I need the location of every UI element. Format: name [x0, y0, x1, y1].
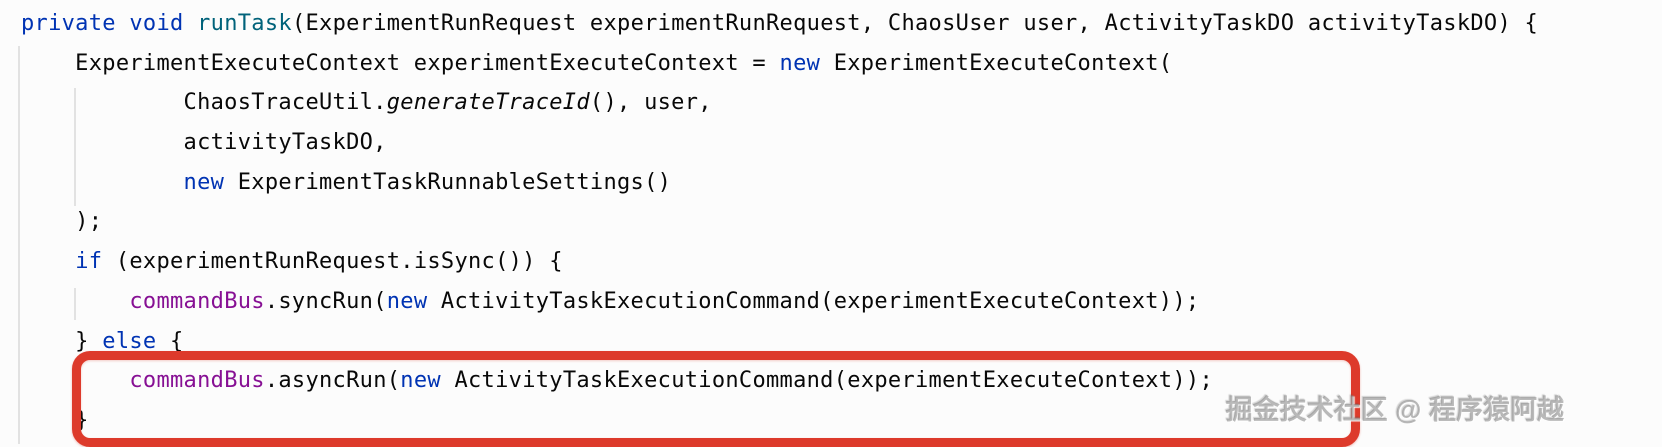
indent-guide	[74, 88, 76, 206]
code-line: activityTaskDO,	[21, 123, 1538, 163]
code-token-plain: }	[21, 328, 103, 354]
code-area[interactable]: private void runTask(ExperimentRunReques…	[21, 4, 1538, 441]
code-token-keyword: if	[75, 249, 103, 275]
code-token-plain: ChaosTraceUtil.	[21, 90, 387, 116]
code-token-plain	[21, 289, 129, 314]
code-token-plain: );	[21, 209, 103, 235]
code-token-keyword: new	[183, 169, 225, 195]
code-line: commandBus.asyncRun(new ActivityTaskExec…	[21, 361, 1538, 401]
code-token-plain: (), user,	[589, 90, 712, 116]
code-token-plain: ActivityTaskExecutionCommand(experimentE…	[427, 288, 1200, 314]
code-token-keyword: void	[129, 11, 184, 36]
code-token-keyword: new	[400, 368, 441, 394]
code-token-plain: ActivityTaskExecutionCommand(experimentE…	[440, 368, 1213, 394]
code-token-keyword: else	[102, 328, 157, 354]
code-line: } else {	[21, 322, 1538, 362]
code-token-method: runTask	[197, 11, 292, 36]
code-line: );	[21, 202, 1538, 242]
code-token-static: generateTraceId	[386, 90, 590, 116]
code-token-plain: .asyncRun(	[264, 368, 401, 394]
code-token-plain: }	[21, 407, 89, 433]
code-line: new ExperimentTaskRunnableSettings()	[21, 163, 1538, 203]
code-line: ChaosTraceUtil.generateTraceId(), user,	[21, 83, 1538, 123]
code-token-keyword: new	[386, 288, 428, 314]
code-token-plain: ExperimentExecuteContext experimentExecu…	[21, 50, 780, 76]
code-token-plain: ExperimentTaskRunnableSettings()	[224, 169, 672, 195]
code-token-plain: ExperimentExecuteContext(	[820, 50, 1173, 76]
indent-guide	[18, 46, 20, 444]
code-line: if (experimentRunRequest.isSync()) {	[21, 242, 1538, 282]
watermark: 掘金技术社区 @ 程序猿阿越	[1225, 395, 1564, 425]
code-line: private void runTask(ExperimentRunReques…	[21, 4, 1538, 44]
code-token-plain: {	[156, 328, 184, 354]
code-token-plain: (experimentRunRequest.isSync()) {	[102, 249, 563, 275]
code-token-plain	[116, 11, 130, 36]
code-token-plain	[21, 368, 129, 393]
code-line: ExperimentExecuteContext experimentExecu…	[21, 44, 1538, 84]
code-token-keyword: new	[779, 50, 821, 76]
code-token-plain: (ExperimentRunRequest experimentRunReque…	[291, 11, 1539, 36]
code-line: commandBus.syncRun(new ActivityTaskExecu…	[21, 282, 1538, 322]
code-token-plain: activityTaskDO,	[21, 130, 387, 156]
code-token-plain	[21, 170, 184, 195]
code-token-field: commandBus	[129, 368, 265, 394]
code-token-field: commandBus	[129, 288, 265, 314]
code-token-plain	[184, 11, 198, 36]
code-token-keyword: private	[21, 11, 116, 36]
code-token-plain: .syncRun(	[264, 288, 387, 314]
indent-guide	[74, 288, 76, 320]
code-token-plain	[21, 249, 75, 274]
